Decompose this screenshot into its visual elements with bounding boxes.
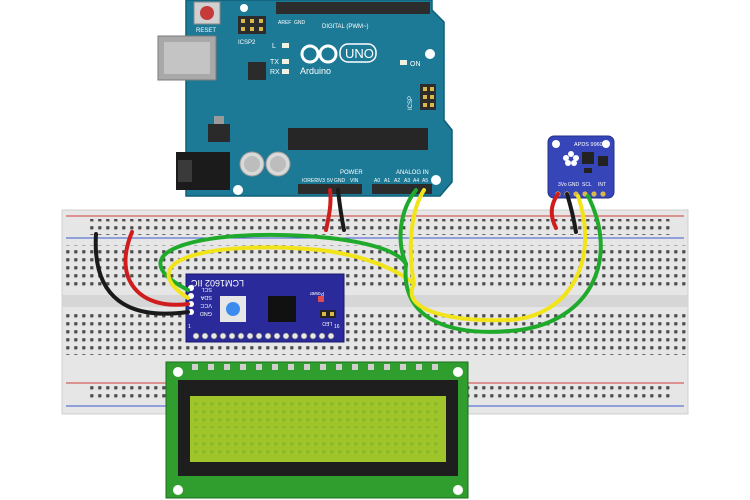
wire-sensor-scl-green [403, 194, 603, 334]
lower-terminal-holes [66, 313, 686, 355]
analog-label: ANALOG IN [396, 170, 429, 176]
gnd-power-label: GND [334, 178, 346, 184]
aref-label: AREF [278, 20, 291, 26]
arduino-uno-board: RESET ICSP2 DIGITAL (PWM~) AREF GND L TX… [157, 0, 453, 197]
led-tx [282, 59, 289, 64]
led-on-label: ON [410, 61, 421, 68]
analog-header [372, 184, 432, 194]
wire-5v-red [324, 188, 333, 232]
reset-label: RESET [196, 28, 216, 34]
a0-label: A0 [374, 178, 380, 184]
led-rx-label: RX [270, 69, 280, 76]
potentiometer-knob[interactable] [226, 302, 240, 316]
wire-vcc-red [123, 230, 190, 307]
lcd-row-2 [194, 432, 442, 458]
infinity-logo-icon [300, 44, 338, 64]
gnd-top-label: GND [294, 20, 306, 26]
a3-label: A3 [404, 178, 410, 184]
wires [93, 188, 603, 334]
sda-label: SDA [200, 294, 212, 300]
gnd-label: GND [200, 310, 212, 316]
power-led-label: Power [309, 290, 324, 296]
wire-sensor-sda-yellow [409, 194, 588, 323]
v5-label: 5V [327, 178, 334, 184]
wire-sensor-power-red [549, 192, 560, 230]
led-jumper [320, 310, 336, 318]
usb-connector-inner [164, 42, 210, 74]
lcm1602-i2c-module: LCM1602 IIC Power LED SCL SDA VCC GND 1 … [185, 273, 345, 343]
i2c-module-title: LCM1602 IIC [190, 278, 244, 288]
led-jumper-label: LED [322, 320, 332, 326]
mounting-hole [173, 485, 183, 495]
power-led [318, 296, 324, 302]
digital-header [276, 2, 430, 14]
mounting-hole [425, 49, 435, 59]
capacitor-top [244, 156, 260, 172]
pin1-label: 1 [188, 324, 191, 330]
wire-sensor-gnd-black [565, 192, 578, 234]
sensor-regulator [598, 156, 608, 166]
brand-label: Arduino [300, 66, 331, 76]
a1-label: A1 [384, 178, 390, 184]
pin16-label: 16 [334, 324, 340, 330]
flower-logo-icon [563, 151, 579, 166]
wire-gnd-black [336, 188, 346, 232]
v33-label: 3V3 [316, 178, 325, 184]
mounting-hole [453, 367, 463, 377]
wire-a4-yellow [408, 188, 426, 286]
vcc-label: VCC [200, 302, 212, 308]
mounting-hole [173, 367, 183, 377]
power-label: POWER [340, 170, 363, 176]
lcd-row-1 [194, 402, 442, 428]
pcf8574-chip [268, 296, 296, 322]
wire-lcd-scl-green [158, 232, 408, 292]
uno-badge: UNO [339, 43, 377, 63]
led-rx [282, 69, 289, 74]
sensor-gnd-label: GND [568, 182, 580, 188]
mounting-hole [602, 140, 610, 148]
mounting-hole [240, 4, 248, 12]
dc-power-jack-inner [178, 160, 192, 182]
sensor-title: APDS 9960 [574, 142, 603, 148]
icsp-label: ICSP [408, 96, 414, 110]
digital-label: DIGITAL (PWM~) [322, 24, 369, 30]
lcd-pin-row [192, 364, 438, 370]
voltage-regulator [208, 124, 230, 142]
sensor-scl-label: SCL [582, 182, 592, 188]
icsp2-label: ICSP2 [238, 40, 256, 46]
led-l-label: L [272, 43, 276, 50]
a5-label: A5 [422, 178, 428, 184]
lcd-connector-pins [192, 332, 335, 340]
sensor-int-label: INT [598, 182, 606, 188]
regulator-tab [214, 116, 224, 124]
led-l [282, 43, 289, 48]
capacitor-top [270, 156, 286, 172]
lcd-1602-display [165, 361, 469, 499]
mounting-hole [431, 175, 441, 185]
model-label: UNO [345, 46, 374, 61]
usb-chip [248, 62, 266, 80]
wire-a5-green [398, 188, 418, 266]
mounting-hole [552, 140, 560, 148]
atmega-chip [288, 128, 428, 150]
mounting-hole [453, 485, 463, 495]
sensor-vin-label: 3Vo [558, 182, 567, 188]
a2-label: A2 [394, 178, 400, 184]
top-power-rail-holes [90, 219, 670, 235]
scl-label: SCL [201, 286, 212, 292]
mounting-hole [233, 185, 243, 195]
reset-button-cap[interactable] [200, 6, 214, 20]
apds9960-sensor-board: APDS 9960 3Vo GND SCL INT [547, 135, 615, 199]
sensor-component [584, 168, 592, 173]
sensor-chip [582, 152, 594, 164]
a4-label: A4 [413, 178, 419, 184]
ioref-label: IOREF [302, 178, 317, 184]
led-on [400, 60, 407, 65]
wire-lcd-gnd-black [93, 232, 190, 316]
icsp2-header [238, 16, 266, 34]
led-tx-label: TX [270, 59, 279, 66]
vin-label: VIN [350, 178, 359, 184]
wire-lcd-sda-yellow [166, 245, 416, 300]
